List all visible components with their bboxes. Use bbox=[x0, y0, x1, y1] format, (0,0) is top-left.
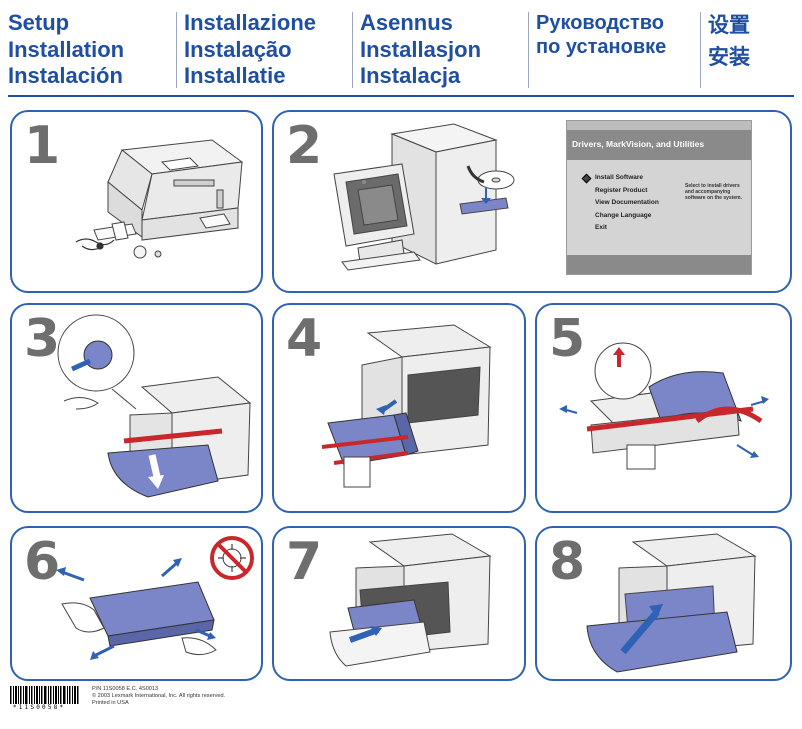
barcode-text: *11S0058* bbox=[13, 704, 66, 711]
step-8-panel: 8 bbox=[535, 526, 792, 681]
shake-cartridge-illustration bbox=[56, 536, 254, 660]
title-installatie: Installatie bbox=[184, 63, 286, 88]
title-block-fi-no-pl: Asennus Installasjon Instalacja bbox=[360, 10, 481, 90]
title-block-zh: 设置 安装 bbox=[708, 9, 750, 73]
step-number: 7 bbox=[286, 532, 323, 592]
header-separator bbox=[352, 12, 353, 88]
title-asennus: Asennus bbox=[360, 10, 453, 35]
title-block-ru: Руководство по установке bbox=[536, 11, 666, 59]
installer-title: Drivers, MarkVision, and Utilities bbox=[567, 130, 751, 160]
title-block-it-pt-nl: Installazione Instalação Installatie bbox=[184, 10, 316, 90]
menu-item-register-product[interactable]: Register Product bbox=[595, 186, 648, 194]
title-installasjon: Installasjon bbox=[360, 36, 482, 62]
header-rule bbox=[8, 95, 794, 97]
step-number: 4 bbox=[286, 309, 323, 369]
diamond-bullet-icon bbox=[581, 173, 592, 184]
menu-item-install-software[interactable]: Install Software bbox=[581, 173, 659, 187]
title-installazione: Installazione bbox=[184, 10, 317, 35]
step-3-panel: 3 bbox=[10, 303, 263, 513]
printer-unboxed-illustration bbox=[75, 139, 244, 259]
title-instalacja: Instalacja bbox=[360, 63, 461, 88]
title-ru-line2: по установке bbox=[536, 36, 667, 58]
step-number: 2 bbox=[286, 116, 323, 176]
menu-item-exit[interactable]: Exit bbox=[595, 224, 607, 231]
step-number: 6 bbox=[24, 532, 61, 592]
menu-item-change-language[interactable]: Change Language bbox=[595, 211, 652, 219]
installer-window: Drivers, MarkVision, and Utilities Insta… bbox=[566, 120, 752, 275]
window-footer-band bbox=[567, 255, 751, 274]
open-front-door-illustration bbox=[57, 314, 252, 498]
title-block-en-fr-es: Setup Installation Instalación bbox=[8, 10, 124, 90]
step-5-panel: 5 bbox=[535, 303, 792, 513]
title-installation: Installation bbox=[8, 36, 125, 62]
header-separator bbox=[528, 12, 529, 88]
computer-cd-illustration bbox=[333, 123, 515, 271]
footer-info: P/N 11S0058 E.C. 4S0013 © 2003 Lexmark I… bbox=[92, 686, 225, 707]
step-7-panel: 7 bbox=[272, 526, 526, 681]
step-4-panel: 4 bbox=[272, 303, 526, 513]
header-separator bbox=[176, 12, 177, 88]
step-number: 5 bbox=[549, 309, 586, 369]
header-separator bbox=[700, 12, 701, 88]
close-front-door-illustration bbox=[586, 533, 757, 673]
window-titlebar bbox=[567, 121, 751, 130]
barcode bbox=[10, 686, 79, 704]
title-instalacion: Instalación bbox=[8, 63, 123, 88]
part-number: P/N 11S0058 E.C. 4S0013 bbox=[92, 686, 159, 692]
step-number: 1 bbox=[24, 116, 61, 176]
printed-in: Printed in USA bbox=[92, 700, 129, 706]
installer-description: Select to install drivers and accompanyi… bbox=[685, 183, 742, 201]
title-zh-line1: 设置 bbox=[708, 13, 750, 37]
step-6-panel: 6 bbox=[10, 526, 263, 681]
step-number: 8 bbox=[549, 532, 586, 592]
copyright: © 2003 Lexmark International, Inc. All r… bbox=[92, 693, 226, 699]
title-ru-line1: Руководство bbox=[536, 12, 665, 34]
insert-cartridge-illustration bbox=[329, 533, 492, 667]
title-zh-line2: 安装 bbox=[708, 45, 750, 69]
installer-menu: Install Software Register Product View D… bbox=[581, 173, 659, 237]
unpack-cartridge-illustration bbox=[321, 324, 492, 488]
step-2-panel: 2 Drivers, MarkVision, and Utilities bbox=[272, 110, 792, 293]
remove-packing-material-illustration bbox=[559, 342, 769, 470]
menu-item-view-documentation[interactable]: View Documentation bbox=[595, 199, 659, 206]
step-number: 3 bbox=[24, 309, 61, 369]
title-setup: Setup bbox=[8, 10, 70, 35]
step-1-panel: 1 bbox=[10, 110, 263, 293]
title-instalacao: Instalação bbox=[184, 36, 292, 62]
